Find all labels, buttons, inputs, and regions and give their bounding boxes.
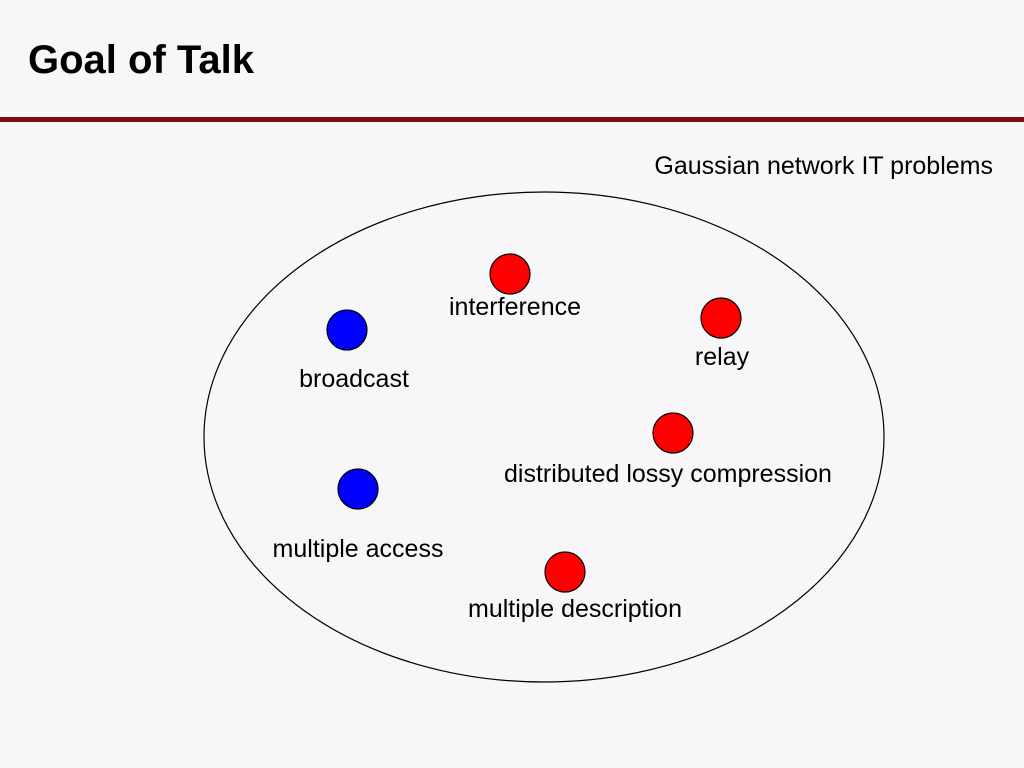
- problem-dot: [700, 297, 742, 339]
- problem-label: relay: [695, 343, 750, 371]
- problem-distributed-lossy-compression: distributed lossy compression: [504, 412, 832, 488]
- problem-space-ellipse: [203, 191, 885, 683]
- problem-dot: [337, 468, 379, 510]
- problem-label: multiple description: [468, 595, 682, 623]
- problem-dot: [326, 309, 368, 351]
- problem-label: distributed lossy compression: [504, 460, 832, 488]
- problem-label: broadcast: [299, 365, 409, 393]
- title-divider: [0, 117, 1024, 122]
- problem-broadcast: broadcast: [299, 309, 409, 393]
- problem-dot: [489, 253, 531, 295]
- problem-multiple-description: multiple description: [468, 551, 682, 623]
- problem-dot: [652, 412, 694, 454]
- problem-label: multiple access: [273, 535, 444, 563]
- region-label: Gaussian network IT problems: [654, 152, 993, 180]
- problem-interference: interference: [449, 253, 581, 321]
- problem-relay: relay: [695, 297, 750, 371]
- problem-multiple-access: multiple access: [273, 468, 444, 563]
- slide-title: Goal of Talk: [28, 38, 254, 82]
- problem-label: interference: [449, 293, 581, 321]
- problem-dot: [544, 551, 586, 593]
